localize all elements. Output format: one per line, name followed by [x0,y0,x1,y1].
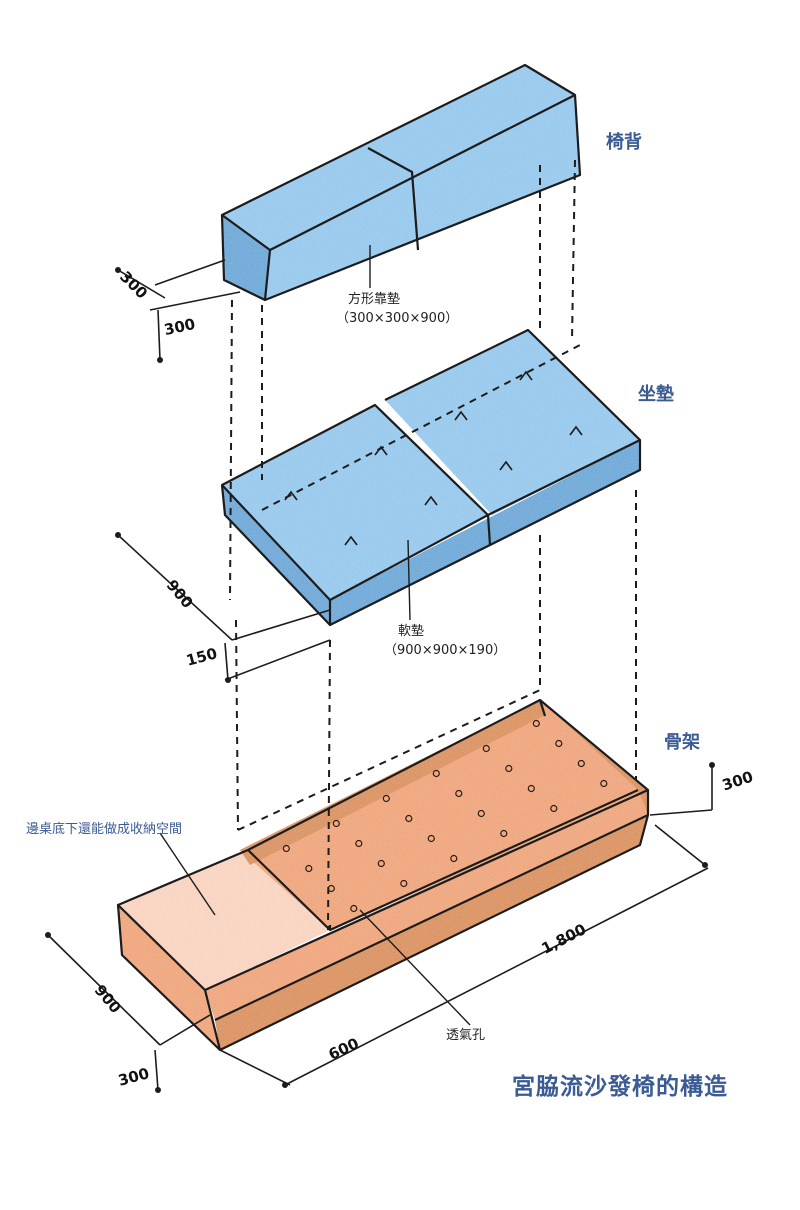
part-label-seat: 坐墊 [638,384,674,405]
storage-note-label: 邊桌底下還能做成收納空間 [26,822,183,837]
part-label-backrest: 椅背 [606,132,642,153]
vent-hole [332,819,340,828]
side-table-top [118,850,330,990]
vent-hole [505,764,513,773]
back-cushion-outline [220,63,582,302]
vent-hole [600,779,608,788]
back-cushion-front [265,95,580,300]
vent-hole [377,859,385,868]
seat-right-top [385,330,640,515]
vent-hole [550,804,558,813]
side-table-front [118,905,220,1050]
vent-hole [500,829,508,838]
vent-hole [427,834,435,843]
vent-hole [405,814,413,823]
frame-front-face [215,815,648,1050]
diagram-title: 宮脇流沙發椅的構造 [512,1074,728,1100]
frame-outline [116,698,650,1052]
vent-hole [382,794,390,803]
back-cushion-top [222,65,575,250]
vent-hole [450,854,458,863]
vent-hole [555,739,563,748]
seat-tufting-marks [284,370,583,546]
back-cushion-group [220,63,582,302]
vent-hole [527,784,535,793]
vent-hole [400,879,408,888]
seat-outline [220,328,642,627]
back-cushion-end [222,215,270,300]
seat-size-label: （900×900×190） [384,643,507,658]
seat-long-front [330,440,640,625]
vent-hole [355,839,363,848]
seat-left-front [222,485,330,625]
vent-hole [350,904,358,913]
vent-hole [282,844,290,853]
frame-tray-floor [240,700,638,930]
frame-front-rim [205,790,648,1020]
cushion-name-label: 方形靠墊 [348,292,401,307]
vent-holes-label: 透氣孔 [446,1028,486,1043]
vent-hole [577,759,585,768]
frame-back-wall [240,700,545,865]
vent-hole [432,769,440,778]
vent-hole [477,809,485,818]
leader-lines [159,245,471,1026]
seat-cushion-group [220,328,642,627]
vent-holes [282,719,608,913]
seat-name-label: 軟墊 [398,624,425,639]
cushion-size-label: （300×300×900） [336,311,459,326]
projection-lines [229,159,637,931]
vent-hole [482,744,490,753]
frame-group [116,698,650,1052]
vent-hole [532,719,540,728]
vent-hole [455,789,463,798]
dimension-dots [45,267,715,1093]
vent-hole [305,864,313,873]
dimension-lines [47,259,713,1091]
seat-left-top [222,405,488,600]
part-label-frame: 骨架 [664,732,700,753]
